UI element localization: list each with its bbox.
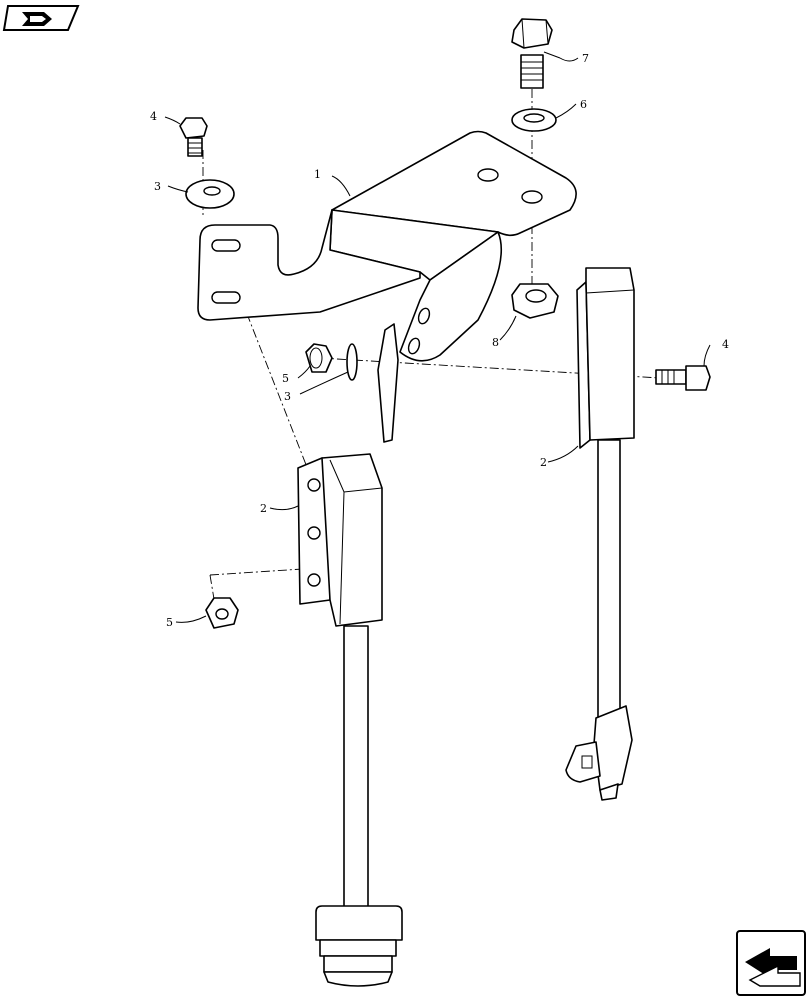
callout-labels: 1 7 6 4 3 8 4 5 3 2 2 5 xyxy=(150,52,729,629)
callout-3-top: 3 xyxy=(154,180,161,193)
next-page-arrow-icon[interactable] xyxy=(736,930,806,996)
callout-1: 1 xyxy=(314,168,321,181)
hex-nut-5-mid xyxy=(305,343,333,373)
callout-5-mid: 5 xyxy=(282,372,289,385)
hex-bolt-7 xyxy=(511,18,553,89)
mounting-bracket xyxy=(197,130,577,443)
callout-2-right: 2 xyxy=(540,456,547,469)
callout-3-mid: 3 xyxy=(284,390,291,403)
bolt-4-right xyxy=(655,365,711,391)
callout-2-left: 2 xyxy=(260,502,267,515)
hex-nut-8 xyxy=(511,283,559,319)
book-pointer-icon[interactable] xyxy=(2,5,80,31)
callout-4-right: 4 xyxy=(722,338,729,351)
callout-8: 8 xyxy=(492,336,499,349)
callout-4-top: 4 xyxy=(150,110,157,123)
flat-washer-3-mid xyxy=(346,343,358,381)
callout-6: 6 xyxy=(580,98,587,111)
flat-washer-3-top xyxy=(185,179,235,209)
small-bolt-4-top xyxy=(179,117,208,157)
callout-7: 7 xyxy=(582,52,589,65)
sensor-assembly-right xyxy=(565,267,635,801)
callout-5-bottom: 5 xyxy=(166,616,173,629)
callout-leaders xyxy=(164,51,711,623)
hex-nut-5-bottom xyxy=(205,597,239,629)
sensor-assembly-left xyxy=(297,453,403,987)
flat-washer-6 xyxy=(511,108,557,132)
